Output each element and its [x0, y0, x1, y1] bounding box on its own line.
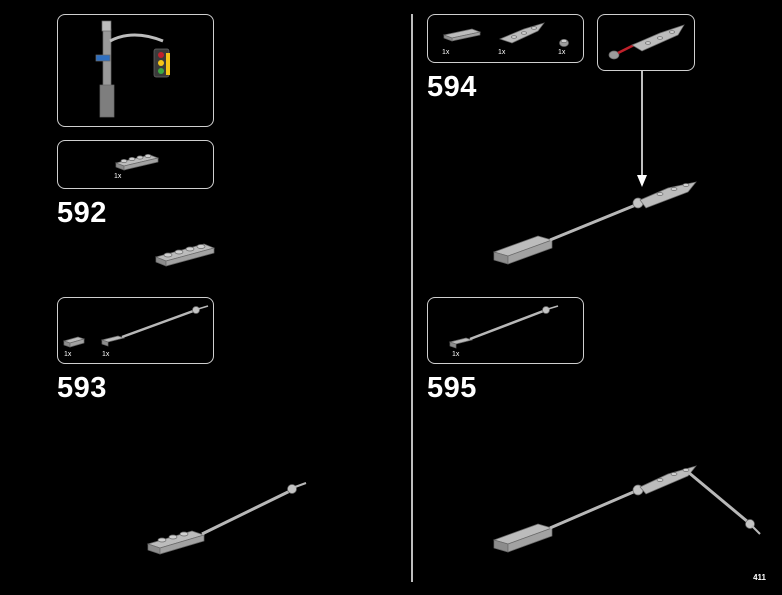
- step-592-build-illustration: [154, 243, 216, 267]
- step-594-build-illustration: [492, 181, 697, 265]
- step-594-parts-icons: [442, 22, 569, 47]
- step-592-parts-box: 1x: [57, 140, 214, 189]
- step-number: 592: [57, 197, 107, 229]
- page-number: 411: [753, 573, 766, 582]
- step-594-parts-box: 1x 1x 1x: [427, 14, 584, 63]
- step-number: 595: [427, 372, 477, 404]
- traffic-light-assembly-illustration: [95, 20, 170, 118]
- bar-with-plate-part-icon: [448, 305, 559, 349]
- part-quantity: 1x: [498, 49, 506, 56]
- part-quantity: 1x: [114, 173, 122, 180]
- step-595-parts-box: 1x: [427, 297, 584, 364]
- step-593-build-illustration: [146, 482, 307, 555]
- part-quantity: 1x: [102, 351, 110, 358]
- step-593-parts-box: 1x 1x: [57, 297, 214, 364]
- down-arrow-icon: [637, 71, 647, 187]
- part-quantity: 1x: [64, 351, 72, 358]
- previous-assembly-box: [57, 14, 214, 127]
- part-quantity: 1x: [442, 49, 450, 56]
- part-quantity: 1x: [558, 49, 566, 56]
- part-quantity: 1x: [452, 351, 460, 358]
- step-593-parts-icons: [62, 305, 209, 348]
- step-number: 593: [57, 372, 107, 404]
- step-number: 594: [427, 71, 477, 103]
- step-594-callout-box: [597, 14, 695, 71]
- wedge-plate-attach-callout: [608, 24, 685, 60]
- step-595-build-illustration: [492, 465, 761, 553]
- page-divider: [411, 14, 413, 582]
- plate-1x4-part-icon: [114, 154, 160, 171]
